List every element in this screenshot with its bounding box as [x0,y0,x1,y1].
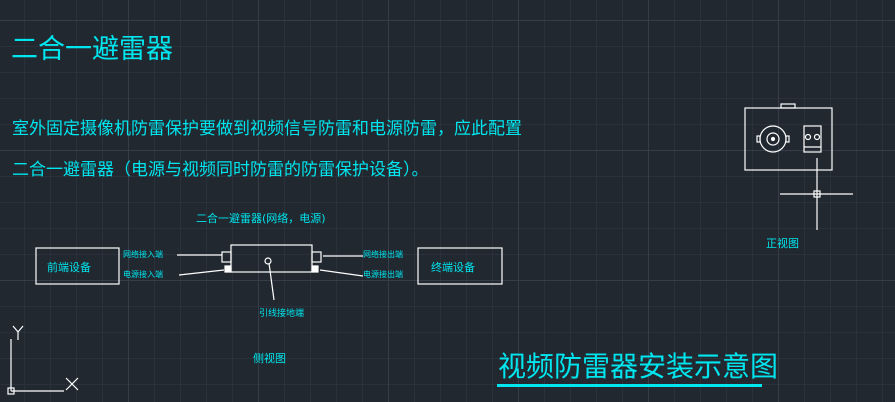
front-device-label: 前端设备 [47,261,91,274]
power-out-label: 电源接出端 [363,270,403,279]
arrester-body [230,244,313,273]
drawing-title: 视频防雷器安装示意图 [498,350,779,383]
power-in-label: 电源接入端 [123,270,163,279]
title-underline [497,384,762,387]
network-in-label: 网络接入端 [123,250,163,259]
side-view-caption: 侧视图 [253,352,286,365]
page-title: 二合一避雷器 [11,34,173,65]
description-line-1: 室外固定摄像机防雷保护要做到视频信号防雷和电源防雷，应此配置 [12,119,522,139]
front-view-caption: 正视图 [766,237,799,250]
ground-label: 引线接地端 [259,309,305,319]
terminal-device-label: 终端设备 [431,261,475,274]
ground-screw [264,257,272,265]
front-device-box [35,247,120,285]
description-line-2: 二合一避雷器（电源与视频同时防雷的防雷保护设备）。 [12,160,429,180]
terminal-device-box [417,247,503,285]
arrester-label: 二合一避雷器(网络，电源) [196,212,326,225]
network-out-label: 网络接出端 [363,250,403,259]
